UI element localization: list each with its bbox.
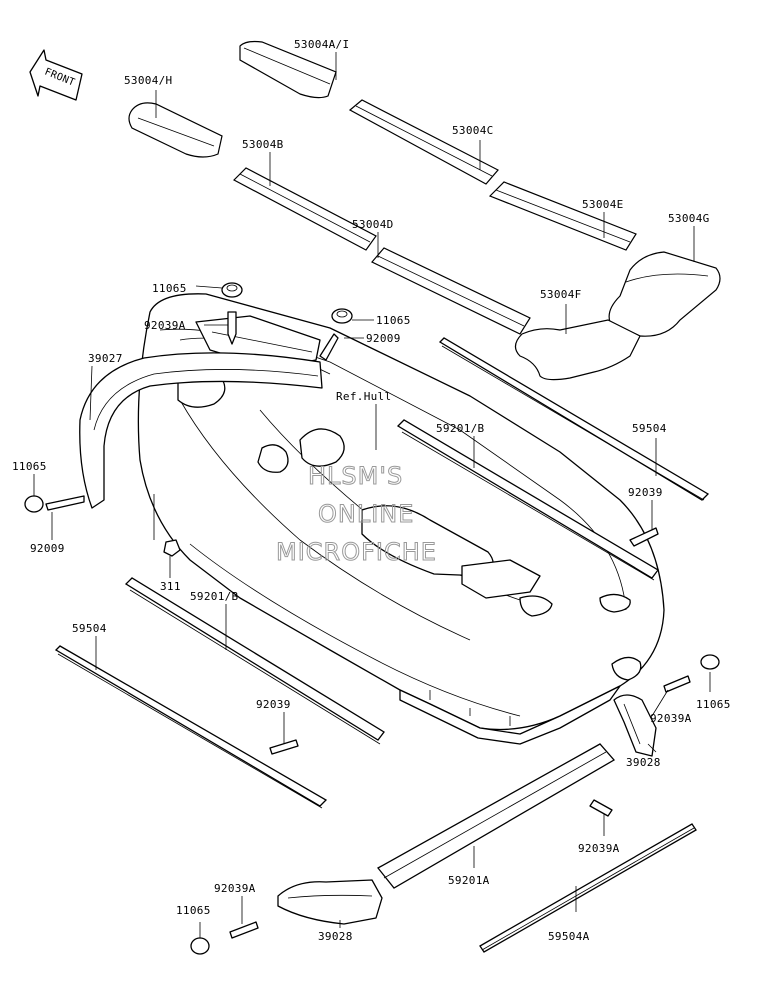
part-label-59201A: 59201A xyxy=(448,874,490,887)
part-label-39028-a: 39028 xyxy=(626,756,661,769)
rivet-92039A-top xyxy=(227,311,237,345)
part-label-92009-b: 92009 xyxy=(30,542,65,555)
part-label-ref-hull: Ref.Hull xyxy=(336,390,391,403)
cap-11065-bottom xyxy=(190,937,210,955)
part-label-92009-a: 92009 xyxy=(366,332,401,345)
rivet-92039A-right xyxy=(663,675,691,693)
watermark: HLSM'S ONLINE MICROFICHE xyxy=(276,462,437,567)
rail-59504A xyxy=(479,823,697,953)
part-label-53004C: 53004C xyxy=(452,124,494,137)
svg-text:MICROFICHE: MICROFICHE xyxy=(276,538,437,566)
svg-text:HLSM'S: HLSM'S xyxy=(308,462,403,490)
part-label-92039A-b: 92039A xyxy=(650,712,692,725)
part-label-92039-a: 92039 xyxy=(628,486,663,499)
rail-59504-top xyxy=(438,337,710,501)
part-label-59504-left: 59504 xyxy=(72,622,107,635)
mat-53004AI xyxy=(239,40,337,99)
rivet-92039A-bottom-right xyxy=(589,799,613,817)
bumper-39028-left xyxy=(277,879,383,925)
part-label-311: 311 xyxy=(160,580,181,593)
part-label-59504A: 59504A xyxy=(548,930,590,943)
rail-59201B-left xyxy=(124,577,385,745)
mat-53004D xyxy=(371,247,531,335)
part-label-53004AI: 53004A/I xyxy=(294,38,349,51)
part-label-11065-d: 11065 xyxy=(696,698,731,711)
part-label-92039A-d: 92039A xyxy=(214,882,256,895)
mat-53004E xyxy=(488,181,637,251)
part-label-11065-a: 11065 xyxy=(152,282,187,295)
bumper-39027 xyxy=(79,352,323,509)
screw-92009-left xyxy=(45,495,85,511)
screw-92009-mid xyxy=(319,333,339,361)
part-label-39028-b: 39028 xyxy=(318,930,353,943)
part-label-53004G: 53004G xyxy=(668,212,710,225)
part-label-92039A-c: 92039A xyxy=(578,842,620,855)
cap-11065-mid xyxy=(331,308,353,324)
mat-53004B xyxy=(233,167,377,251)
mat-53004G xyxy=(608,251,721,337)
mat-53004C xyxy=(348,99,499,185)
front-arrow-icon: FRONT xyxy=(29,49,83,101)
part-label-11065-c: 11065 xyxy=(12,460,47,473)
bumper-39028-right xyxy=(613,694,657,757)
cap-11065-right xyxy=(700,654,720,670)
rail-59504-left xyxy=(54,645,328,809)
rivet-92039-right xyxy=(629,527,659,547)
part-label-92039-b: 92039 xyxy=(256,698,291,711)
rivet-92039-left xyxy=(269,739,299,755)
part-label-59504-top: 59504 xyxy=(632,422,667,435)
rail-59201B-top xyxy=(396,419,659,581)
part-label-92039A-a: 92039A xyxy=(144,319,186,332)
rail-59201A xyxy=(377,743,616,889)
mat-53004F xyxy=(514,319,641,381)
part-label-59201B-top: 59201/B xyxy=(436,422,485,435)
part-label-11065-b: 11065 xyxy=(376,314,411,327)
part-label-53004E: 53004E xyxy=(582,198,624,211)
part-label-59201B-left: 59201/B xyxy=(190,590,239,603)
part-label-39027: 39027 xyxy=(88,352,123,365)
rivet-92039A-bottom-left xyxy=(229,921,259,939)
part-label-53004B: 53004B xyxy=(242,138,284,151)
cap-11065-top xyxy=(221,282,243,298)
part-label-53004D: 53004D xyxy=(352,218,394,231)
svg-text:ONLINE: ONLINE xyxy=(318,500,414,528)
part-label-11065-e: 11065 xyxy=(176,904,211,917)
nut-311 xyxy=(163,539,181,557)
part-label-53004F: 53004F xyxy=(540,288,582,301)
mat-53004H xyxy=(128,102,223,158)
cap-11065-left xyxy=(24,495,44,513)
part-label-53004H: 53004/H xyxy=(124,74,172,87)
